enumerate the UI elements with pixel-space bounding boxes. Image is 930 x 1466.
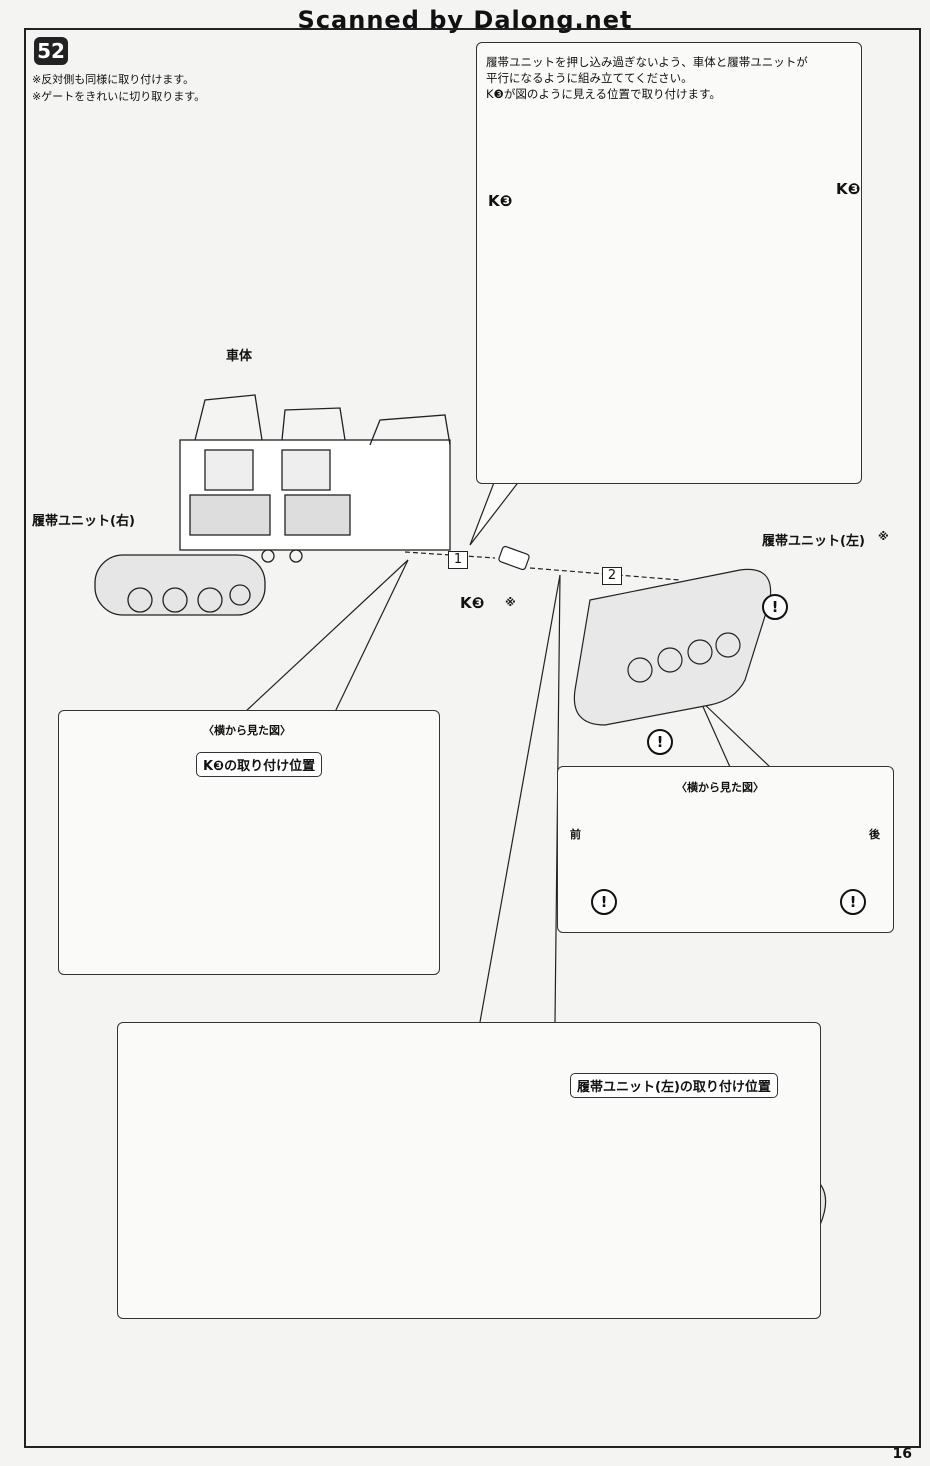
side-view-left-title: 〈横から見た図〉	[203, 724, 291, 737]
track-unit-left-label: 履帯ユニット(左)	[762, 534, 865, 549]
warning-icon: !	[762, 594, 788, 620]
step-1-marker: 1	[448, 551, 468, 569]
callout-line-2: 平行になるように組み立ててください。	[486, 71, 693, 85]
step-2-marker: 2	[602, 567, 622, 585]
step-number-badge: 52	[34, 37, 68, 65]
warning-icon: !	[591, 889, 617, 915]
top-view-callout	[476, 42, 862, 484]
page-number: 16	[892, 1446, 912, 1462]
track-unit-right-label: 履帯ユニット(右)	[32, 514, 135, 529]
callout-line-1: 履帯ユニットを押し込み過ぎないよう、車体と履帯ユニットが	[486, 55, 808, 69]
part-k3-label: K❸	[460, 594, 485, 612]
k3-label-right: K❸	[836, 180, 861, 198]
k3-label-left: K❸	[488, 192, 513, 210]
warning-icon: !	[647, 729, 673, 755]
track-left-position-tag: 履帯ユニット(左)の取り付け位置	[570, 1073, 778, 1098]
side-view-left-box	[58, 710, 440, 975]
page-frame	[24, 28, 921, 1448]
callout-line-3: K❸が図のように見える位置で取り付けます。	[486, 87, 721, 101]
part-k3-mark: ※	[505, 596, 516, 609]
track-unit-left-mark: ※	[878, 530, 889, 543]
k3-position-tag: K❸の取り付け位置	[196, 752, 323, 777]
vehicle-body-label: 車体	[226, 349, 253, 364]
note-gate-cut: ※ゲートをきれいに切り取ります。	[32, 90, 206, 103]
note-opposite-side: ※反対側も同様に取り付けます。	[32, 73, 195, 86]
bottom-detail-box	[117, 1022, 821, 1319]
warning-icon: !	[840, 889, 866, 915]
rear-label: 後	[869, 828, 880, 841]
front-label: 前	[570, 828, 581, 841]
side-view-right-title: 〈横から見た図〉	[676, 781, 764, 794]
